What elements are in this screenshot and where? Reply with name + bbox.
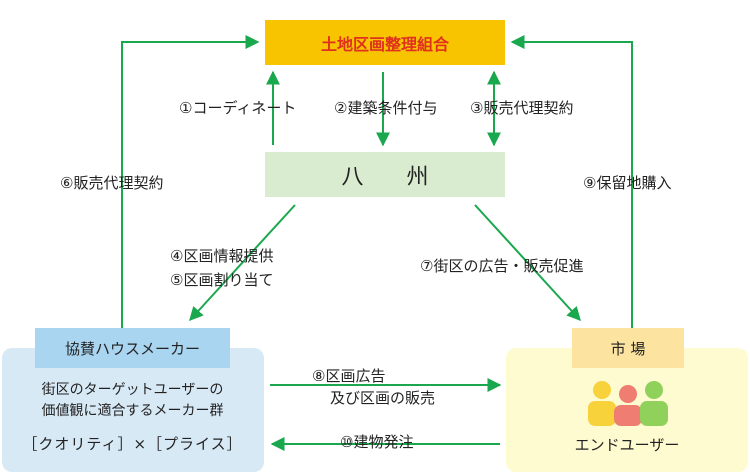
house-makers-label: 協賛ハウスメーカー (64, 339, 200, 358)
edge-label-lot-info: ④区画情報提供 (170, 247, 274, 265)
end-users-icon (588, 381, 668, 426)
yashu-node: 八 州 (265, 152, 505, 197)
quality-price-formula: ［クオリティ］×［プライス］ (22, 435, 243, 453)
house-makers-desc-line1: 街区のターゲットユーザーの (41, 382, 224, 398)
person-yellow-icon (588, 381, 616, 426)
edge-label-sales-agency-left: ⑥販売代理契約 (60, 174, 164, 192)
edge-label-lot-advertising: ⑧区画広告 (312, 367, 386, 385)
edge-label-building-conditions: ②建築条件付与 (334, 99, 438, 117)
edge-label-district-promotion: ⑦街区の広告・販売促進 (420, 257, 584, 275)
arrow-district-promotion (474, 204, 581, 322)
house-makers-header: 協賛ハウスメーカー (35, 328, 230, 368)
edge-label-coordinate: ①コーディネート (179, 99, 297, 117)
land-readjustment-association-node: 土地区画整理組合 (265, 20, 505, 65)
house-makers-desc-line2: 価値観に適合するメーカー群 (41, 403, 224, 419)
house-makers-panel (2, 348, 264, 472)
arrow-reserve-land-purchase (510, 35, 633, 328)
edge-label-building-order: ⑩建物発注 (340, 433, 414, 451)
edge-label-sales-agency: ③販売代理契約 (470, 99, 574, 117)
edge-label-lot-assignment: ⑤区画割り当て (170, 271, 274, 289)
yashu-label: 八 州 (341, 164, 447, 190)
house-makers-description: 街区のターゲットユーザーの 価値観に適合するメーカー群 (10, 380, 255, 422)
arrow-lot-info (189, 204, 296, 322)
market-header: 市 場 (572, 328, 684, 368)
edge-label-reserve-land-purchase: ⑨保留地購入 (583, 174, 672, 192)
end-users-label: エンドユーザー (574, 436, 680, 454)
edge-label-lot-sales: 及び区画の販売 (330, 389, 436, 407)
person-red-icon (614, 385, 642, 426)
land-readjustment-association-label: 土地区画整理組合 (320, 34, 449, 54)
market-label: 市 場 (610, 339, 646, 358)
person-green-icon (640, 381, 668, 426)
arrow-sales-agency-left (121, 35, 260, 328)
